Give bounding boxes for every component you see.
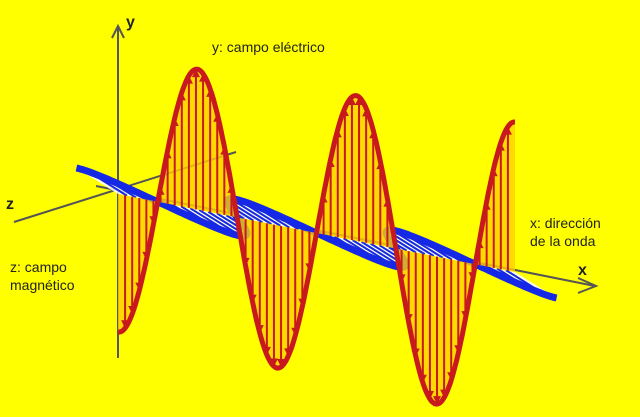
z-axis-label: z [6, 196, 14, 213]
electric-field-label: y: campo eléctrico [212, 39, 325, 55]
magnetic-field-label-line2: magnético [10, 277, 75, 293]
electric-field-wave [116, 66, 517, 407]
electric-field-arrowhead [433, 396, 442, 405]
wave-direction-label-line1: x: dirección [530, 215, 601, 231]
magnetic-field-label: z: campo magnético [10, 258, 75, 294]
electric-field-arrowhead [191, 69, 200, 78]
wave-direction-label: x: dirección de la onda [530, 214, 601, 250]
x-axis-label: x [578, 262, 587, 279]
x-axis-arrowhead [577, 277, 599, 294]
magnetic-field-label-line1: z: campo [10, 259, 67, 275]
electric-field-outline [116, 66, 517, 407]
y-axis-arrowhead [111, 23, 125, 39]
wave-direction-label-line2: de la onda [530, 233, 596, 249]
y-axis-label: y [126, 14, 135, 31]
